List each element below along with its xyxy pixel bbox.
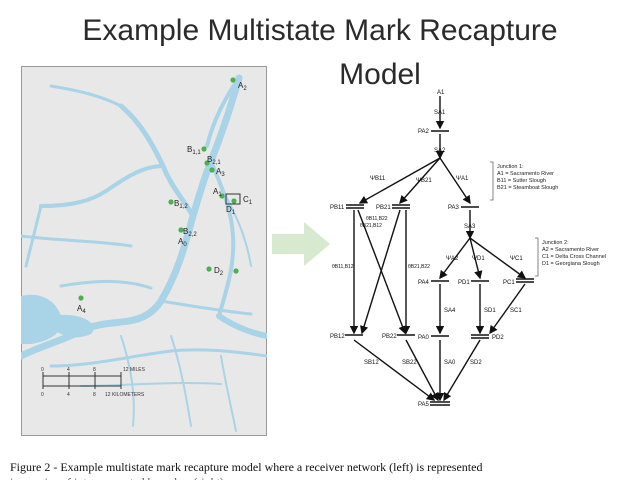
map-label-b22: B2,2 [183, 227, 197, 238]
node-pd2: PD2 [492, 335, 504, 341]
scale-tick-km-8: 8 [93, 392, 96, 398]
node-sd1: SD1 [484, 308, 496, 314]
node-sa4: SA4 [444, 308, 456, 314]
node-pc1: PC1 [503, 280, 515, 286]
param-psi-d1: ΨD1 [472, 256, 485, 262]
map-label-a4: A4 [77, 304, 86, 315]
node-pa2: PA2 [418, 129, 430, 135]
node-sb22: SB22 [402, 360, 417, 366]
node-sd2: SD2 [470, 360, 482, 366]
node-pa0: PA0 [418, 335, 430, 341]
junction-1-line-1: A1 = Sacramento River [497, 171, 554, 177]
node-pb22: PB22 [382, 334, 397, 340]
node-pb12: PB12 [330, 334, 345, 340]
param-theta-b21-b12: θB21,B12 [360, 223, 382, 229]
junction-2-line-1: A2 = Sacramento River [542, 247, 599, 253]
scale-km-label: 12 KILOMETERS [105, 392, 145, 398]
node-sb12: SB12 [364, 360, 379, 366]
node-sa0: SA0 [444, 360, 456, 366]
node-pb11: PB11 [330, 205, 345, 211]
node-pa3: PA3 [448, 205, 460, 211]
junction-1-line-2: B11 = Sutter Slough [497, 178, 546, 184]
slide-title-line-2: Model [339, 58, 421, 91]
node-a1: A1 [437, 90, 445, 96]
slide-title-line-1: Example Multistate Mark Recapture [82, 14, 558, 47]
node-sa2: SA2 [434, 148, 446, 154]
param-psi-b11: ΨB11 [370, 176, 386, 182]
node-pa5: PA5 [418, 402, 430, 408]
param-theta-b21-b22: θB21,B22 [408, 264, 430, 270]
scale-tick-km-4: 4 [67, 392, 70, 398]
node-pa4: PA4 [418, 280, 430, 286]
junction-1-line-3: B21 = Steamboat Slough [497, 185, 558, 191]
map-label-b12: B1,2 [174, 199, 188, 210]
scale-tick-mi-0: 0 [41, 367, 44, 373]
figure-caption-line-2: in a series of interconnected branches (… [10, 475, 630, 480]
param-theta-b11-b22: θB11,B22 [366, 216, 388, 222]
junction-1-title: Junction 1: [497, 164, 524, 170]
map-label-a2: A2 [238, 81, 247, 92]
map-to-model-arrow [272, 222, 332, 271]
node-sa3: SA3 [464, 224, 476, 230]
scale-miles-label: 12 MILES [123, 367, 146, 373]
junction-2-title: Junction 2: [542, 240, 569, 246]
param-psi-c1: ΨC1 [510, 256, 523, 262]
param-theta-b11-b12: θB11,B12 [332, 264, 354, 270]
scale-tick-mi-4: 4 [67, 367, 70, 373]
map-label-a0: A0 [178, 237, 187, 248]
map-scale-bar: 0 4 8 12 MILES 0 4 8 12 KILOMETERS [41, 367, 146, 398]
map-label-a3: A3 [216, 167, 225, 178]
param-psi-b21: ΨB21 [416, 178, 432, 184]
junction-2-line-2: C1 = Delta Cross Channel [542, 254, 606, 260]
scale-tick-km-0: 0 [41, 392, 44, 398]
map-label-c1: C1 [243, 195, 253, 206]
junction-2-line-3: D1 = Georgiana Slough [542, 261, 600, 267]
map-label-b11: B1,1 [187, 145, 201, 156]
map-label-b21: B2,1 [207, 155, 221, 166]
scale-tick-mi-8: 8 [93, 367, 96, 373]
map-label-a1: A1 [213, 187, 222, 198]
param-psi-a1: ΨA1 [456, 176, 469, 182]
node-pd1: PD1 [458, 280, 470, 286]
node-pb21: PB21 [376, 205, 391, 211]
map-label-d2: D2 [214, 266, 224, 277]
param-psi-a2: ΨA2 [446, 256, 459, 262]
map-label-d1: D1 [226, 205, 236, 216]
node-sa1: SA1 [434, 110, 446, 116]
node-sc1: SC1 [510, 308, 522, 314]
multistate-model-diagram: A1 SA1 PA2 SA2 PB11 PB21 PA3 SA3 PA4 PD1… [330, 88, 630, 428]
receiver-network-map: A2 B1,1 B2,1 A3 A1 C1 D1 B1,2 B2,2 A0 D2… [17, 66, 270, 436]
figure-caption: Figure 2 - Example multistate mark recap… [10, 460, 483, 474]
